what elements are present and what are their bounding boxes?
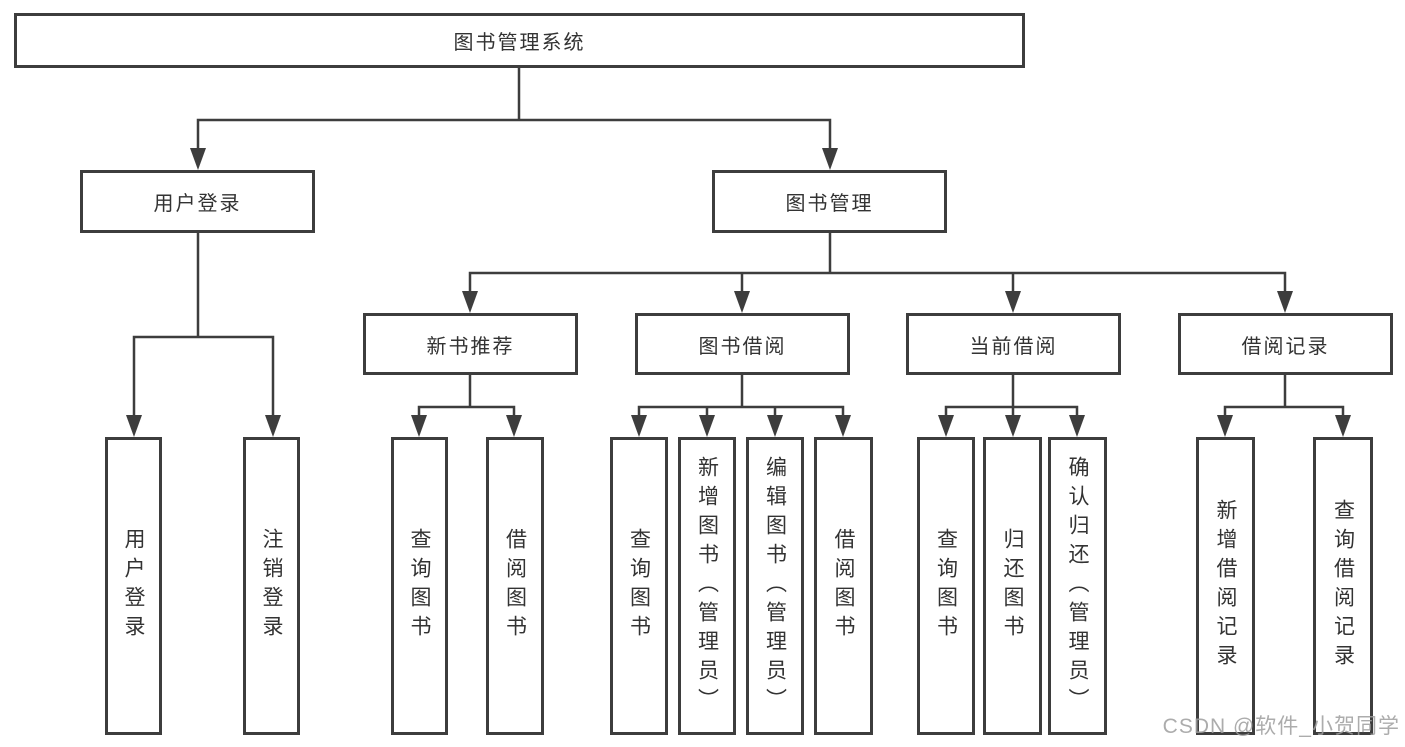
leaf-add-book-admin: 新增图书（管理员）	[678, 437, 736, 735]
leaf-label: 新增借阅记录	[1214, 499, 1237, 673]
leaf-borrow-books-borrowing: 借阅图书	[814, 437, 873, 735]
node-borrowing-records: 借阅记录	[1178, 313, 1393, 375]
leaf-label: 查询图书	[408, 528, 431, 644]
leaf-label: 新增图书（管理员）	[695, 455, 719, 717]
leaf-query-borrow-record: 查询借阅记录	[1313, 437, 1373, 735]
leaf-label: 编辑图书（管理员）	[763, 455, 787, 717]
leaf-query-books-current: 查询图书	[917, 437, 975, 735]
node-book-borrowing: 图书借阅	[635, 313, 850, 375]
leaf-label: 查询图书	[627, 528, 651, 644]
node-book-management-system: 图书管理系统	[14, 13, 1025, 68]
watermark-text: CSDN @软件_小贺同学	[1162, 715, 1400, 738]
leaf-user-login: 用户登录	[105, 437, 162, 735]
node-new-book-recommend: 新书推荐	[363, 313, 578, 375]
node-label: 图书管理系统	[453, 32, 586, 54]
leaf-label: 查询借阅记录	[1331, 499, 1355, 673]
leaf-query-books-recommend: 查询图书	[391, 437, 448, 735]
leaf-return-books: 归还图书	[983, 437, 1042, 735]
leaf-edit-book-admin: 编辑图书（管理员）	[746, 437, 804, 735]
node-user-login: 用户登录	[80, 170, 315, 233]
node-book-management: 图书管理	[712, 170, 947, 233]
leaf-borrow-books-recommend: 借阅图书	[486, 437, 544, 735]
leaf-query-books-borrowing: 查询图书	[610, 437, 668, 735]
node-current-borrowing: 当前借阅	[906, 313, 1121, 375]
node-label: 借阅记录	[1241, 335, 1330, 358]
node-label: 当前借阅	[969, 335, 1058, 358]
leaf-add-borrow-record: 新增借阅记录	[1196, 437, 1255, 735]
leaf-label: 归还图书	[1001, 528, 1024, 644]
leaf-label: 注销登录	[260, 528, 283, 644]
leaf-label: 查询图书	[934, 528, 958, 644]
leaf-logout: 注销登录	[243, 437, 300, 735]
leaf-confirm-return-admin: 确认归还（管理员）	[1048, 437, 1107, 735]
node-label: 图书管理	[785, 193, 874, 215]
node-label: 用户登录	[153, 193, 242, 215]
leaf-label: 借阅图书	[832, 528, 855, 644]
leaf-label: 用户登录	[122, 528, 145, 644]
node-label: 图书借阅	[698, 335, 787, 358]
leaf-label: 确认归还（管理员）	[1066, 455, 1089, 717]
node-label: 新书推荐	[426, 335, 515, 358]
leaf-label: 借阅图书	[503, 528, 527, 644]
